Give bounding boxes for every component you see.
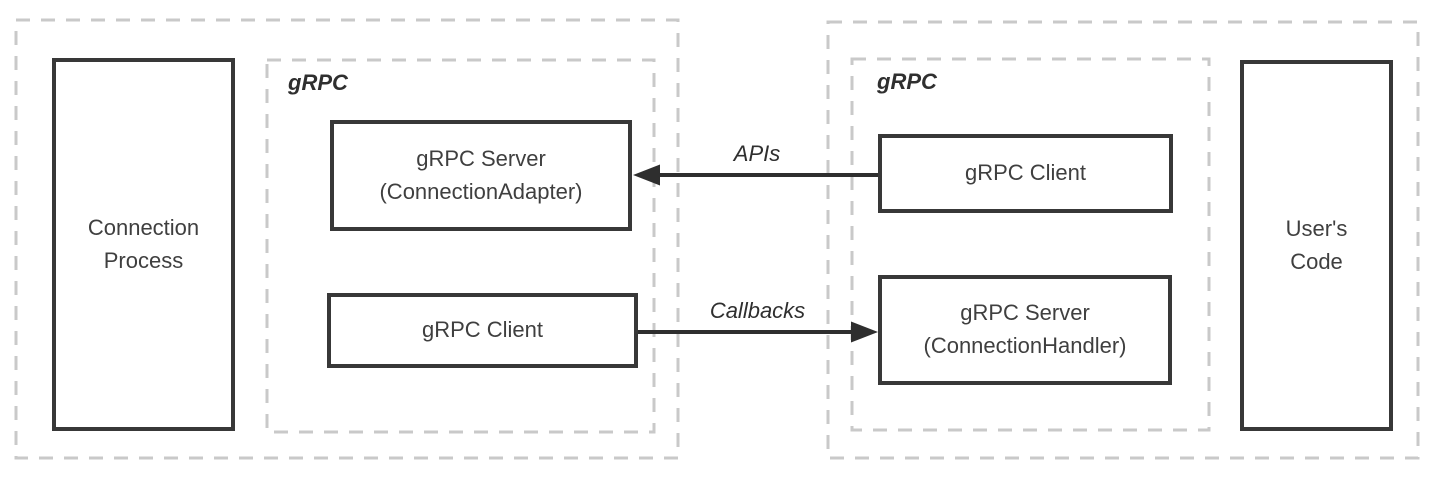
callbacks-arrow-label: Callbacks <box>709 298 806 323</box>
grpc-server-connection-handler-box: gRPC Server (ConnectionHandler) <box>878 275 1172 385</box>
apis-arrowhead-left-icon <box>633 164 660 186</box>
grpc-server-adapter-label-line2: (ConnectionAdapter) <box>379 178 583 204</box>
left-grpc-client-box: gRPC Client <box>327 293 638 368</box>
callbacks-arrowhead-right-icon <box>851 321 878 343</box>
right-grpc-client-label: gRPC Client <box>964 160 1087 186</box>
apis-arrow-label: APIs <box>733 141 781 166</box>
connection-process-label: Connection Process <box>87 214 200 273</box>
left-grpc-group-label: gRPC <box>288 70 348 95</box>
users-code-box: User's Code <box>1240 60 1393 431</box>
right-grpc-group-label: gRPC <box>877 69 937 94</box>
users-code-label: User's Code <box>1285 215 1348 274</box>
right-grpc-client-box: gRPC Client <box>878 134 1173 213</box>
left-grpc-dashed-border <box>265 58 656 434</box>
grpc-server-adapter-label-line1: gRPC Server <box>416 145 546 171</box>
grpc-server-handler-label-line1: gRPC Server <box>960 300 1090 326</box>
left-grpc-client-label: gRPC Client <box>421 317 544 343</box>
connection-process-box: Connection Process <box>52 58 235 431</box>
grpc-server-connection-adapter-box: gRPC Server (ConnectionAdapter) <box>330 120 632 231</box>
grpc-server-handler-label-line2: (ConnectionHandler) <box>923 333 1127 358</box>
